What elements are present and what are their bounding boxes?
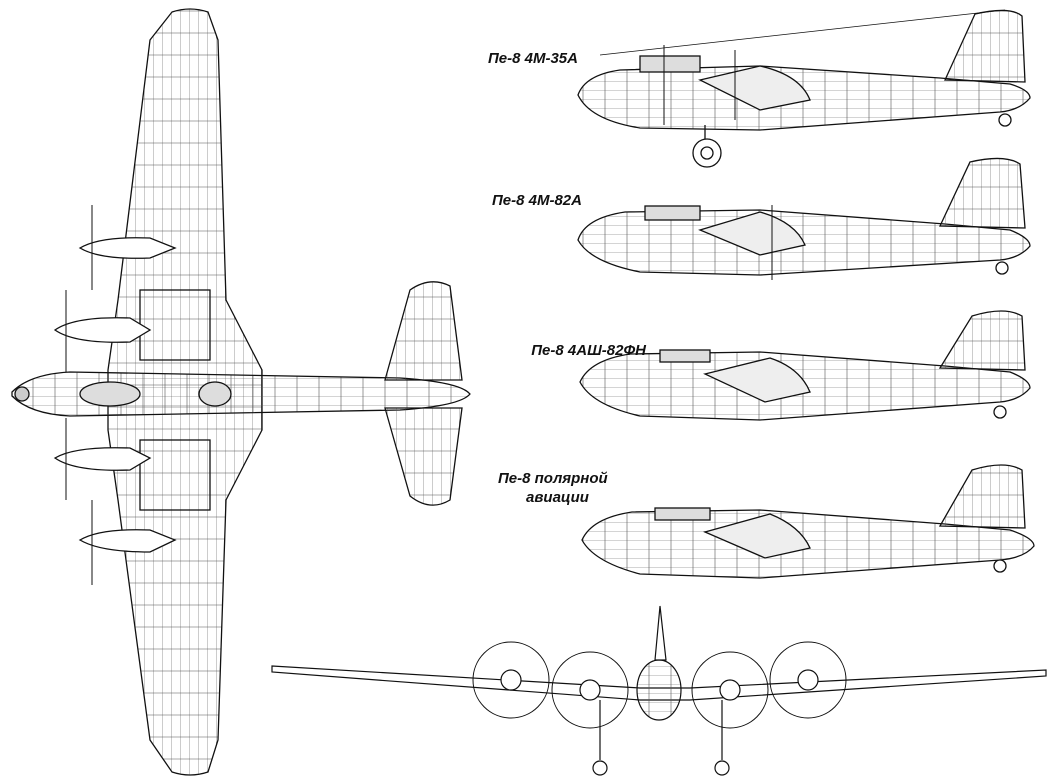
- top-view-tail: [384, 281, 463, 381]
- side-view-1: [577, 9, 1031, 168]
- front-view: [271, 605, 1047, 776]
- top-view: [11, 8, 471, 776]
- front-view-fuselage: [636, 659, 682, 721]
- variant-label-4-line1: Пе-8 полярной: [498, 470, 608, 487]
- front-view-fin: [654, 605, 667, 661]
- top-view-fuselage: [11, 371, 471, 417]
- top-view-nacelles: [53, 237, 177, 553]
- side-view-2: [577, 157, 1031, 280]
- variant-label-3: Пе-8 4АШ-82ФН: [531, 342, 646, 359]
- variant-label-1: Пе-8 4М-35А: [488, 50, 578, 67]
- side-view-3: [579, 310, 1031, 421]
- variant-label-4-line2: авиации: [526, 489, 589, 506]
- side-view-4: [581, 464, 1035, 579]
- variant-label-2: Пе-8 4М-82А: [492, 192, 582, 209]
